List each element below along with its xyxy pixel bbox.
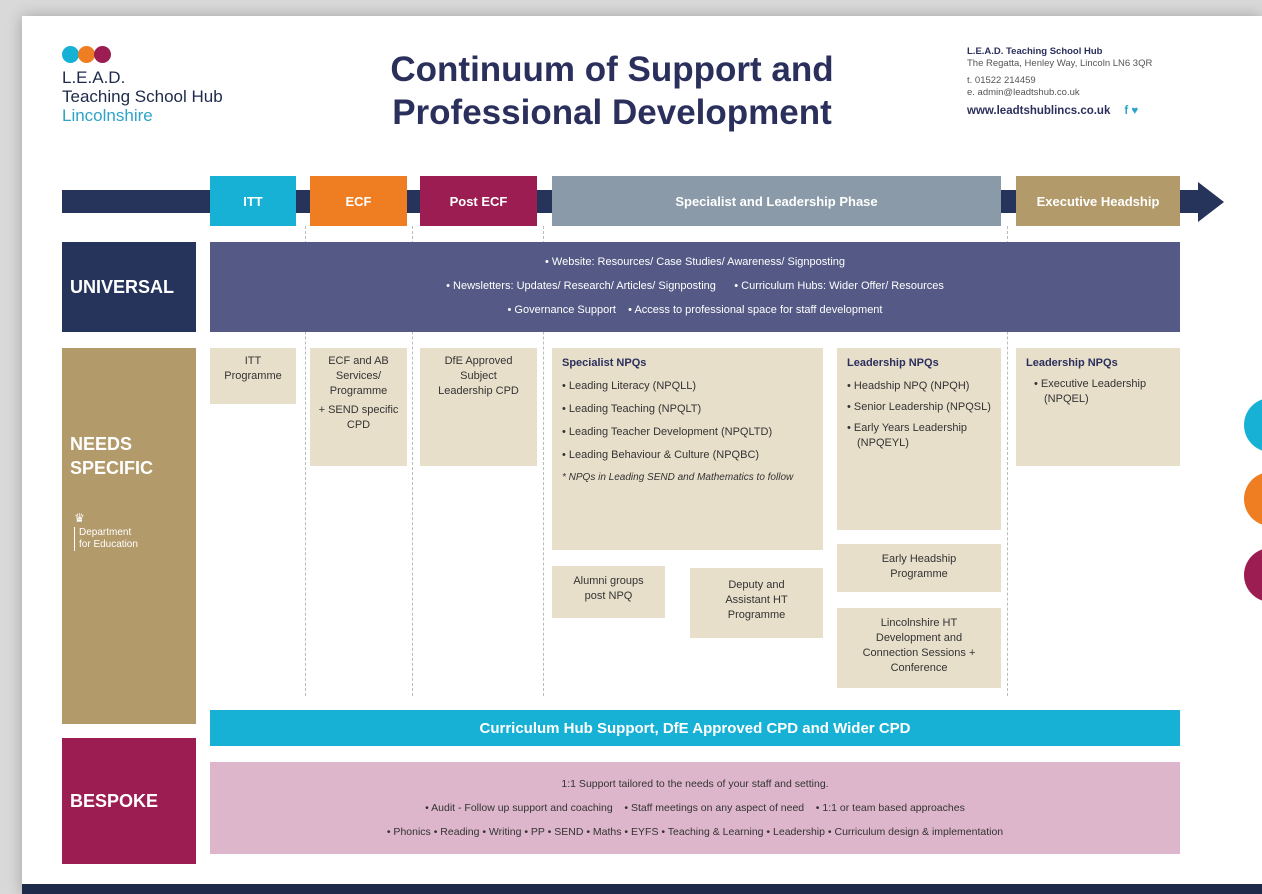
phase-specialist-leadership: Specialist and Leadership Phase	[552, 176, 1001, 226]
exec-heading: Leadership NPQs	[1026, 357, 1118, 369]
universal-line1: • Website: Resources/ Case Studies/ Awar…	[545, 256, 845, 268]
phase-post-ecf: Post ECF	[420, 176, 537, 226]
phase-executive-headship: Executive Headship	[1016, 176, 1180, 226]
bespoke-line3: • Phonics • Reading • Writing • PP • SEN…	[386, 826, 1004, 838]
column-divider	[543, 226, 544, 696]
itt-programme-text: ITT Programme	[224, 355, 282, 382]
contact-address: The Regatta, Henley Way, Lincoln LN6 3QR	[967, 58, 1153, 69]
dfe-logo: ♛ Department for Education	[74, 512, 138, 551]
dfe-subject-card: DfE Approved Subject Leadership CPD	[420, 348, 537, 466]
deputy-ht-text: Deputy and Assistant HT Programme	[725, 579, 788, 621]
arrow-right-icon	[1198, 182, 1224, 222]
decor-circle-orange	[1244, 472, 1262, 526]
footer-bar	[22, 884, 1262, 894]
logo: L.E.A.D. Teaching School Hub Lincolnshir…	[62, 68, 223, 125]
leadership-heading: Leadership NPQs	[847, 357, 939, 369]
leadership-item: • Senior Leadership (NPQSL)	[847, 401, 991, 413]
specialist-item: • Leading Teacher Development (NPQLTD)	[562, 426, 773, 438]
poster: L.E.A.D. Teaching School Hub Lincolnshir…	[22, 16, 1262, 894]
column-divider	[412, 226, 413, 696]
contact-org: L.E.A.D. Teaching School Hub	[967, 46, 1103, 57]
curriculum-hub-bar: Curriculum Hub Support, DfE Approved CPD…	[210, 710, 1180, 746]
dfe-subject-text: DfE Approved Subject Leadership CPD	[438, 355, 519, 397]
bespoke-line1: 1:1 Support tailored to the needs of you…	[561, 778, 829, 790]
leadership-npqs-card: Leadership NPQs • Headship NPQ (NPQH) • …	[837, 348, 1001, 530]
dfe-line1: Department	[79, 527, 132, 538]
curriculum-hub-text: Curriculum Hub Support, DfE Approved CPD…	[479, 719, 911, 737]
dfe-line2: for Education	[79, 539, 138, 550]
column-divider	[305, 226, 306, 696]
leadership-item: • Early Years Leadership (NPQEYL)	[847, 422, 968, 449]
logo-line2: Teaching School Hub	[62, 87, 223, 106]
specialist-heading: Specialist NPQs	[562, 357, 647, 369]
decor-circle-cyan	[1244, 398, 1262, 452]
early-headship-text: Early Headship Programme	[881, 553, 957, 580]
specialist-item: • Leading Behaviour & Culture (NPQBC)	[562, 449, 760, 461]
specialist-npqs-card: Specialist NPQs • Leading Literacy (NPQL…	[552, 348, 823, 550]
crest-icon: ♛	[74, 511, 85, 525]
page-title: Continuum of Support and Professional De…	[352, 48, 872, 134]
logo-dots-icon	[62, 46, 111, 68]
specialist-note: * NPQs in Leading SEND and Mathematics t…	[562, 472, 794, 483]
leadership-item: • Headship NPQ (NPQH)	[847, 380, 970, 392]
itt-programme-card: ITT Programme	[210, 348, 296, 404]
alumni-card: Alumni groups post NPQ	[552, 566, 665, 618]
title-line2: Professional Development	[392, 93, 832, 132]
row-label-needs-specific: NEEDS SPECIFIC	[62, 348, 196, 724]
bespoke-line2: • Audit - Follow up support and coaching…	[425, 802, 965, 814]
contact-email[interactable]: e. admin@leadtshub.co.uk	[967, 87, 1080, 98]
bespoke-label: BESPOKE	[70, 790, 159, 811]
early-headship-card: Early Headship Programme	[837, 544, 1001, 592]
row-label-bespoke: BESPOKE	[62, 738, 196, 864]
social-icons[interactable]: f ♥	[1124, 105, 1139, 117]
ecf-services-text: ECF and AB Services/ Programme	[328, 355, 389, 397]
contact-website[interactable]: www.leadtshublincs.co.uk	[967, 105, 1111, 117]
specialist-item: • Leading Literacy (NPQLL)	[562, 380, 697, 392]
contact-phone: t. 01522 214459	[967, 75, 1036, 86]
specialist-item: • Leading Teaching (NPQLT)	[562, 403, 702, 415]
universal-line3: • Governance Support • Access to profess…	[507, 304, 883, 316]
universal-label: UNIVERSAL	[70, 276, 175, 297]
phase-itt: ITT	[210, 176, 296, 226]
universal-line2: • Newsletters: Updates/ Research/ Articl…	[446, 280, 944, 292]
universal-panel: • Website: Resources/ Case Studies/ Awar…	[210, 242, 1180, 332]
ecf-services-card: ECF and AB Services/ Programme + SEND sp…	[310, 348, 407, 466]
deputy-ht-card: Deputy and Assistant HT Programme	[690, 568, 823, 638]
contact-block: L.E.A.D. Teaching School Hub The Regatta…	[967, 46, 1152, 117]
bespoke-panel: 1:1 Support tailored to the needs of you…	[210, 762, 1180, 854]
logo-line3: Lincolnshire	[62, 106, 153, 125]
lincs-ht-text: Lincolnshire HT Development and Connecti…	[862, 617, 976, 674]
exec-npqs-card: Leadership NPQs • Executive Leadership (…	[1016, 348, 1180, 466]
alumni-text: Alumni groups post NPQ	[573, 575, 644, 602]
needs-label-line2: SPECIFIC	[70, 458, 154, 478]
title-line1: Continuum of Support and	[390, 50, 834, 89]
column-divider	[1007, 226, 1008, 696]
needs-label-line1: NEEDS	[70, 434, 133, 454]
logo-line1: L.E.A.D.	[62, 68, 126, 87]
phase-ecf: ECF	[310, 176, 407, 226]
exec-item: • Executive Leadership (NPQEL)	[1034, 378, 1147, 405]
send-cpd-text: + SEND specific CPD	[318, 404, 399, 431]
lincs-ht-card: Lincolnshire HT Development and Connecti…	[837, 608, 1001, 688]
decor-circle-maroon	[1244, 548, 1262, 602]
row-label-universal: UNIVERSAL	[62, 242, 196, 332]
